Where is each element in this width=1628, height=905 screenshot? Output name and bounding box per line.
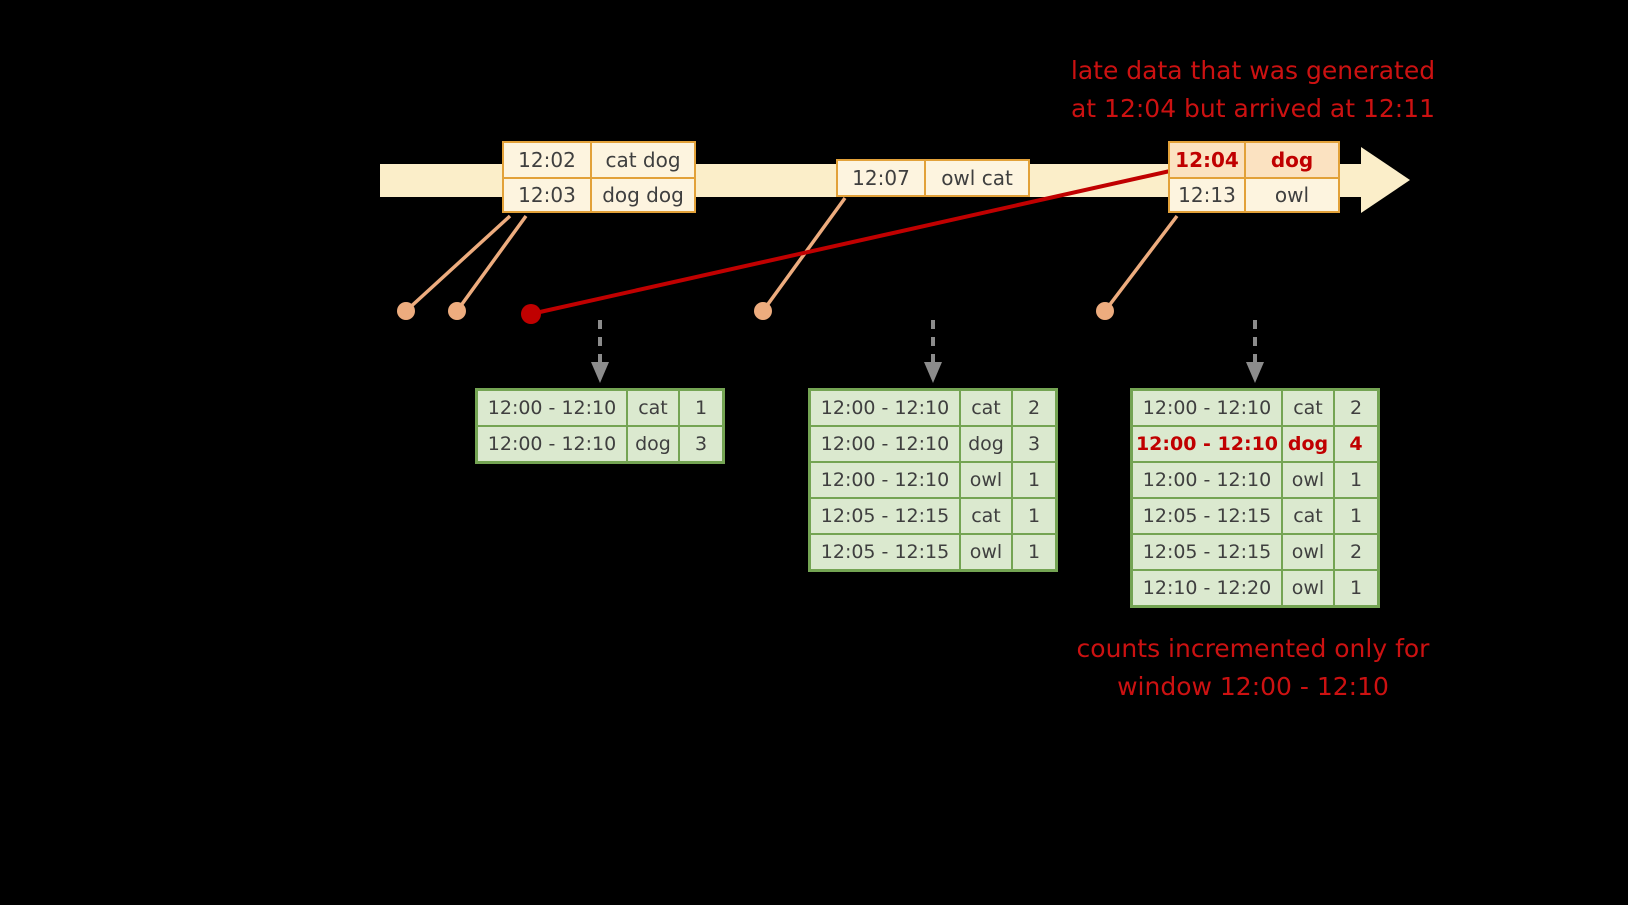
result-word: cat xyxy=(961,391,1011,425)
event-time: 12:07 xyxy=(838,161,926,195)
result-window: 12:00 - 12:10 xyxy=(811,463,959,497)
connector-line-1203 xyxy=(455,214,528,313)
result-window: 12:05 - 12:15 xyxy=(811,499,959,533)
event-row-1213: 12:13 owl xyxy=(1170,177,1338,211)
event-time: 12:04 xyxy=(1170,143,1246,177)
result-window: 12:00 - 12:10 xyxy=(811,427,959,461)
event-time: 12:13 xyxy=(1170,179,1246,211)
event-words: cat dog xyxy=(605,148,681,172)
arrival-dot-1213 xyxy=(1096,302,1114,320)
result-window-late: 12:00 - 12:10 xyxy=(1133,427,1281,461)
result-word: owl xyxy=(961,535,1011,569)
result-count: 1 xyxy=(1013,463,1055,497)
result-word: cat xyxy=(628,391,678,425)
late-data-note-line2: at 12:04 but arrived at 12:11 xyxy=(1070,94,1435,123)
result-word: cat xyxy=(1283,391,1333,425)
arrival-dot-1207 xyxy=(754,302,772,320)
result-count: 3 xyxy=(680,427,722,461)
trigger-arrowhead-icon-2 xyxy=(924,362,942,383)
result-window: 12:00 - 12:10 xyxy=(1133,391,1281,425)
result-count: 3 xyxy=(1013,427,1055,461)
connector-line-1202 xyxy=(404,214,512,313)
result-count: 1 xyxy=(1335,463,1377,497)
event-row-1204-late: 12:04 dog xyxy=(1170,143,1338,177)
result-word: owl xyxy=(1283,463,1333,497)
result-window: 12:00 - 12:10 xyxy=(811,391,959,425)
event-box-1207: 12:07 owl cat xyxy=(836,159,1030,197)
result-word: cat xyxy=(961,499,1011,533)
arrival-dot-1203 xyxy=(448,302,466,320)
event-time: 12:02 xyxy=(504,143,592,177)
result-word: dog xyxy=(628,427,678,461)
arrival-dot-1202 xyxy=(397,302,415,320)
event-words: dog xyxy=(1270,148,1314,172)
event-words: owl xyxy=(1274,183,1310,207)
result-window: 12:00 - 12:10 xyxy=(478,391,626,425)
result-count: 1 xyxy=(680,391,722,425)
result-word: owl xyxy=(1283,535,1333,569)
result-window: 12:00 - 12:10 xyxy=(478,427,626,461)
event-row-1207: 12:07 owl cat xyxy=(838,161,1028,195)
result-window: 12:05 - 12:15 xyxy=(1133,499,1281,533)
late-arrival-dot xyxy=(521,304,541,324)
event-row-1203: 12:03 dog dog xyxy=(504,177,694,211)
event-time: 12:03 xyxy=(504,179,592,211)
late-data-note: late data that was generated at 12:04 bu… xyxy=(1018,52,1488,128)
result-window: 12:05 - 12:15 xyxy=(811,535,959,569)
counts-note-line2: window 12:00 - 12:10 xyxy=(1117,672,1389,701)
result-table-3: 12:00 - 12:10 cat 2 12:00 - 12:10 dog 4 … xyxy=(1130,388,1380,608)
result-count: 2 xyxy=(1335,391,1377,425)
result-count: 1 xyxy=(1013,499,1055,533)
result-word: owl xyxy=(1283,571,1333,605)
event-box-1204-1213: 12:04 dog 12:13 owl xyxy=(1168,141,1340,213)
result-count-late: 4 xyxy=(1335,427,1377,461)
result-word-late: dog xyxy=(1283,427,1333,461)
result-window: 12:05 - 12:15 xyxy=(1133,535,1281,569)
event-words: owl cat xyxy=(941,166,1013,190)
timeline-arrowhead-icon xyxy=(1361,147,1410,213)
result-count: 1 xyxy=(1013,535,1055,569)
result-count: 2 xyxy=(1335,535,1377,569)
result-count: 2 xyxy=(1013,391,1055,425)
result-table-1: 12:00 - 12:10 cat 1 12:00 - 12:10 dog 3 xyxy=(475,388,725,464)
result-table-2: 12:00 - 12:10 cat 2 12:00 - 12:10 dog 3 … xyxy=(808,388,1058,572)
result-window: 12:00 - 12:10 xyxy=(1133,463,1281,497)
late-data-connector-line xyxy=(530,150,1256,316)
result-word: cat xyxy=(1283,499,1333,533)
result-word: dog xyxy=(961,427,1011,461)
late-data-note-line1: late data that was generated xyxy=(1070,56,1436,85)
counts-note-line1: counts incremented only for xyxy=(1076,634,1430,663)
trigger-arrowhead-icon-3 xyxy=(1246,362,1264,383)
result-count: 1 xyxy=(1335,571,1377,605)
result-window: 12:10 - 12:20 xyxy=(1133,571,1281,605)
counts-incremented-note: counts incremented only for window 12:00… xyxy=(1018,630,1488,706)
result-word: owl xyxy=(961,463,1011,497)
trigger-arrowhead-icon-1 xyxy=(591,362,609,383)
connector-line-1213 xyxy=(1103,214,1179,313)
event-row-1202: 12:02 cat dog xyxy=(504,143,694,177)
event-words: dog dog xyxy=(602,183,684,207)
event-box-1202-1203: 12:02 cat dog 12:03 dog dog xyxy=(502,141,696,213)
result-count: 1 xyxy=(1335,499,1377,533)
